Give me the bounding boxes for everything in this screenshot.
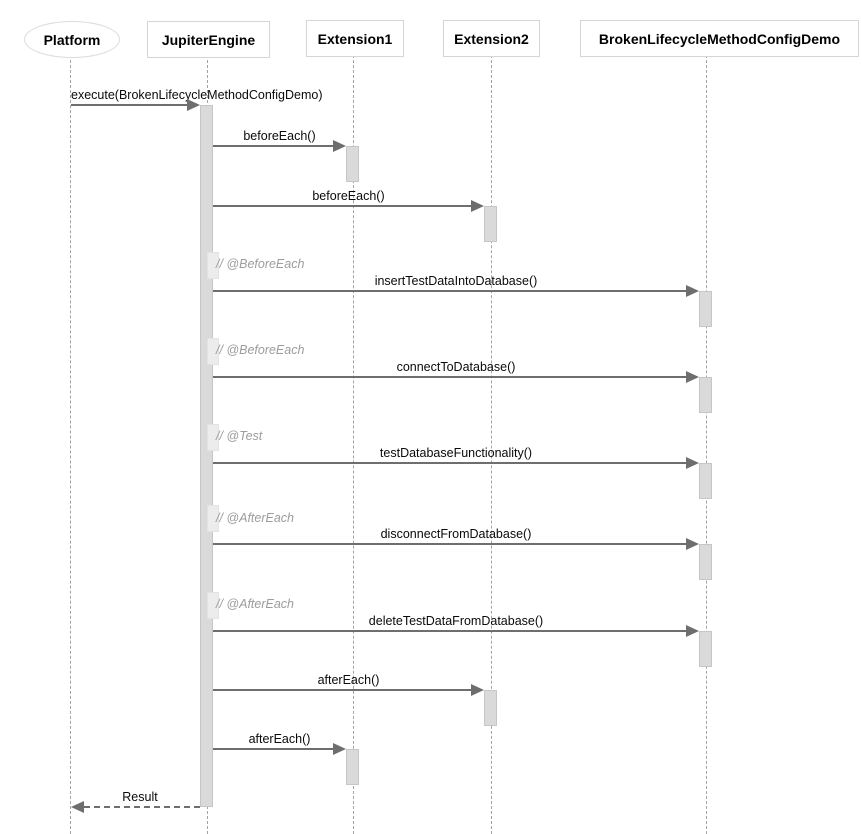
activation-broken-insert — [699, 291, 712, 327]
self-activation-stub — [207, 252, 219, 279]
arrowhead-icon — [686, 285, 699, 297]
arrowhead-icon — [187, 99, 200, 111]
arrowhead-icon — [471, 684, 484, 696]
comment-aftereach-1: // @AfterEach — [216, 511, 294, 525]
self-activation-stub — [207, 424, 219, 451]
message-label-connect: connectToDatabase() — [396, 360, 516, 374]
activation-broken-delete — [699, 631, 712, 667]
participant-extension1: Extension1 — [306, 20, 404, 57]
participant-extension1-label: Extension1 — [317, 30, 393, 47]
participant-jupiterengine: JupiterEngine — [147, 21, 270, 58]
self-activation-stub — [207, 592, 219, 619]
activation-extension1-aftereach — [346, 749, 359, 785]
activation-jupiterengine — [200, 105, 213, 807]
self-activation-stub — [207, 338, 219, 365]
participant-jupiterengine-label: JupiterEngine — [161, 31, 256, 48]
activation-broken-test — [699, 463, 712, 499]
message-line-beforeeach-ext2 — [213, 205, 472, 207]
message-line-insert — [213, 290, 687, 292]
arrowhead-icon — [686, 625, 699, 637]
comment-test: // @Test — [216, 429, 263, 443]
arrowhead-icon — [686, 457, 699, 469]
comment-beforeeach-1: // @BeforeEach — [216, 257, 305, 271]
message-label-beforeeach-ext2: beforeEach() — [312, 189, 385, 203]
message-line-execute — [71, 104, 189, 106]
activation-broken-disconnect — [699, 544, 712, 580]
lifeline-platform — [70, 55, 71, 834]
message-label-delete: deleteTestDataFromDatabase() — [368, 614, 544, 628]
message-line-beforeeach-ext1 — [213, 145, 334, 147]
activation-extension2-beforeeach — [484, 206, 497, 242]
message-label-result: Result — [122, 790, 158, 804]
arrowhead-icon — [471, 200, 484, 212]
participant-platform-label: Platform — [43, 31, 101, 48]
lifeline-extension1 — [353, 55, 354, 834]
message-label-aftereach-ext1: afterEach() — [248, 732, 311, 746]
activation-extension1-beforeeach — [346, 146, 359, 182]
message-line-delete — [213, 630, 687, 632]
comment-beforeeach-2: // @BeforeEach — [216, 343, 305, 357]
message-label-insert: insertTestDataIntoDatabase() — [374, 274, 538, 288]
arrowhead-icon — [333, 140, 346, 152]
message-label-beforeeach-ext1: beforeEach() — [243, 129, 316, 143]
comment-aftereach-2: // @AfterEach — [216, 597, 294, 611]
message-label-disconnect: disconnectFromDatabase() — [380, 527, 532, 541]
activation-broken-connect — [699, 377, 712, 413]
arrowhead-left-icon — [71, 801, 84, 813]
arrowhead-icon — [686, 538, 699, 550]
message-line-result — [84, 806, 200, 808]
message-line-disconnect — [213, 543, 687, 545]
message-line-aftereach-ext2 — [213, 689, 472, 691]
lifeline-extension2 — [491, 55, 492, 834]
participant-extension2: Extension2 — [443, 20, 540, 57]
participant-broken-label: BrokenLifecycleMethodConfigDemo — [598, 30, 841, 47]
participant-platform: Platform — [24, 21, 120, 58]
message-line-aftereach-ext1 — [213, 748, 334, 750]
arrowhead-icon — [686, 371, 699, 383]
self-activation-stub — [207, 505, 219, 532]
message-label-aftereach-ext2: afterEach() — [317, 673, 380, 687]
lifeline-brokenlifecyclemethodconfigdemo — [706, 55, 707, 834]
message-label-test: testDatabaseFunctionality() — [379, 446, 533, 460]
message-line-test — [213, 462, 687, 464]
participant-brokenlifecyclemethodconfigdemo: BrokenLifecycleMethodConfigDemo — [580, 20, 859, 57]
message-label-execute: execute(BrokenLifecycleMethodConfigDemo) — [71, 88, 323, 102]
activation-extension2-aftereach — [484, 690, 497, 726]
participant-extension2-label: Extension2 — [454, 30, 529, 47]
message-line-connect — [213, 376, 687, 378]
arrowhead-icon — [333, 743, 346, 755]
